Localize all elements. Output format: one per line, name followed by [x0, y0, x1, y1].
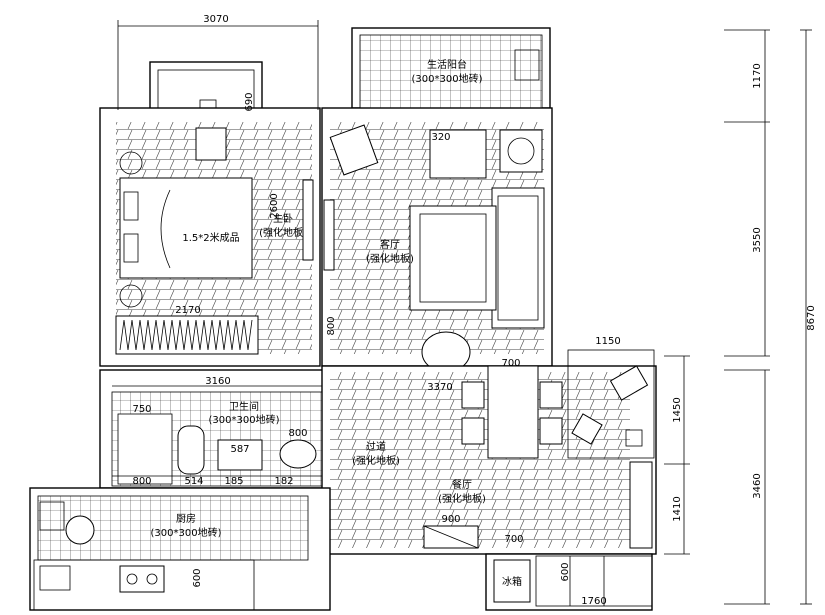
- dim-desk-1150: 1150: [595, 336, 620, 347]
- kitchen: 厨房 (300*300地砖): [29, 487, 331, 611]
- lower-cabinets: 冰箱: [485, 553, 653, 611]
- corridor-floor: (强化地板): [352, 454, 400, 467]
- dim-cabinet-900: 900: [441, 514, 460, 525]
- corner-chair-icon: [329, 124, 379, 176]
- dim-kitchen-600: 600: [192, 568, 203, 587]
- dim-right-1170: 1170: [752, 63, 763, 88]
- study-nook: [567, 349, 655, 459]
- armchair-icon: [429, 129, 487, 179]
- dining-room-name: 餐厅: [452, 478, 472, 491]
- bathroom-floor: (300*300地砖): [209, 413, 280, 426]
- kitchen-counter: [33, 559, 255, 611]
- washer-icon: [217, 439, 263, 471]
- water-heater-icon: [39, 501, 65, 531]
- dim-top-width: 3070: [203, 14, 228, 25]
- dim-bath-3160: 3160: [205, 376, 230, 387]
- dim-bedroom-2600: 2600: [269, 193, 280, 218]
- dim-window-depth: 690: [244, 92, 255, 111]
- dim-basin-800: 800: [288, 428, 307, 439]
- shower-area-icon: [117, 413, 173, 485]
- dim-bath-185: 185: [224, 476, 243, 487]
- counter-cabinet: [535, 555, 653, 607]
- master-bedroom: 1.5*2米成品 主卧 (强化地板): [99, 107, 321, 367]
- dim-counter-600: 600: [560, 562, 571, 581]
- tall-cabinet-icon: [629, 461, 653, 549]
- dining-table-icon: [487, 365, 539, 459]
- dimension-lines: 3070 690 2600 2170 800 320 3370 700 1150…: [112, 14, 817, 607]
- desk-chair-icon: [571, 413, 603, 445]
- dining-room-floor: (强化地板): [438, 492, 486, 505]
- sink-icon: [39, 565, 71, 591]
- dim-bed-2170: 2170: [175, 305, 200, 316]
- laptop-icon: [609, 365, 649, 401]
- chair-icon: [195, 127, 227, 161]
- dim-sofa-320: 320: [431, 132, 450, 143]
- kitchen-floor: (300*300地砖): [151, 526, 222, 539]
- fridge-label: 冰箱: [502, 575, 522, 588]
- nightstand-lamp-icon: [119, 151, 143, 175]
- balcony-name: 生活阳台: [427, 58, 467, 71]
- living-room: 客厅 (强化地板): [321, 107, 553, 373]
- balcony: 生活阳台 (300*300地砖): [351, 27, 551, 109]
- dim-bath-182: 182: [274, 476, 293, 487]
- dim-corridor-3370: 3370: [427, 382, 452, 393]
- dim-right-8670: 8670: [806, 305, 817, 330]
- bedroom-bay-window: [149, 61, 263, 111]
- dim-right-3460: 3460: [752, 473, 763, 498]
- dining-chair-icon: [539, 417, 563, 445]
- kitchen-name: 厨房: [176, 512, 196, 525]
- dim-table-700: 700: [501, 358, 520, 369]
- kitchen-sink-icon: [65, 515, 95, 545]
- coffee-table-icon: [409, 205, 497, 311]
- dim-bath-514: 514: [184, 476, 203, 487]
- dining-chair-icon: [539, 381, 563, 409]
- basin-icon: [279, 439, 317, 469]
- bed-icon: [119, 177, 253, 279]
- dim-bath-800-bottom: 800: [132, 476, 151, 487]
- side-table-icon: [499, 129, 543, 173]
- dim-right-3550: 3550: [752, 227, 763, 252]
- dining-chair-icon: [461, 381, 485, 409]
- washer-icon: [514, 49, 540, 81]
- sofa-icon: [491, 187, 545, 329]
- bathroom: 卫生间 (300*300地砖): [99, 369, 325, 489]
- dim-counter-1760: 1760: [581, 596, 606, 607]
- master-bedroom-name: 主卧: [273, 212, 293, 225]
- dim-fridge-700: 700: [504, 534, 523, 545]
- tv-cabinet-icon: [323, 199, 335, 271]
- dim-right-1450: 1450: [672, 397, 683, 422]
- dim-right-1410: 1410: [672, 496, 683, 521]
- bed-label: 1.5*2米成品: [182, 231, 239, 244]
- master-bedroom-floor: (强化地板): [259, 226, 307, 239]
- dim-bath-750: 750: [132, 404, 151, 415]
- fridge-icon: [493, 559, 531, 603]
- corridor-dining: 过道 (强化地板) 餐厅 (强化地板): [321, 349, 657, 555]
- living-room-name: 客厅: [380, 238, 400, 251]
- corridor-name: 过道: [366, 440, 386, 453]
- bathroom-name: 卫生间: [229, 400, 259, 413]
- nightstand-lamp-icon: [119, 284, 143, 308]
- toilet-icon: [177, 425, 205, 475]
- tv-icon: [302, 179, 314, 261]
- lamp-icon: [625, 429, 643, 447]
- dim-tv-800: 800: [326, 316, 337, 335]
- wardrobe-icon: [115, 315, 259, 355]
- balcony-floor: (300*300地砖): [412, 72, 483, 85]
- dining-chair-icon: [461, 417, 485, 445]
- living-room-floor: (强化地板): [366, 252, 414, 265]
- dim-toilet-587: 587: [230, 444, 249, 455]
